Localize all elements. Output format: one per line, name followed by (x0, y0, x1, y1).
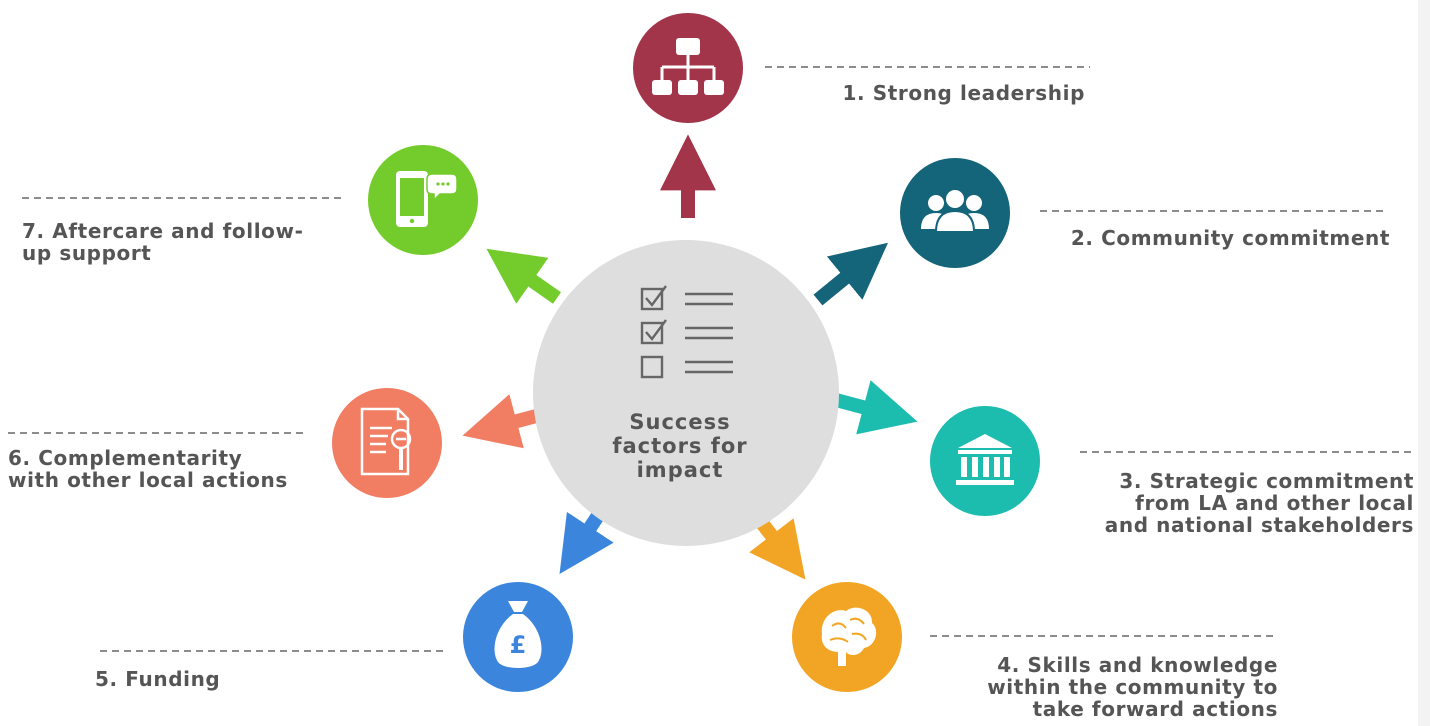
factor-2-label: 2. Community commitment (1070, 226, 1390, 250)
factor-2-circle (900, 158, 1010, 268)
factor-5-label: 5. Funding (95, 667, 221, 691)
factor-7-circle (368, 145, 478, 255)
factor-1-label: 1. Strong leadership (842, 81, 1085, 105)
factor-4-circle (792, 582, 902, 692)
factor-5-circle: £ (463, 582, 573, 692)
svg-text:£: £ (510, 631, 527, 659)
factor-3-circle (930, 406, 1040, 516)
factor-1-circle (633, 13, 743, 123)
brain-icon (821, 607, 877, 666)
arrow-3 (834, 380, 918, 435)
institution-icon (956, 434, 1014, 485)
page-edge-strip (1418, 0, 1430, 726)
people-group-icon (921, 188, 989, 233)
factor-6-label: 6. Complementarity with other local acti… (8, 446, 288, 492)
factor-4-label: 4. Skills and knowledge within the commu… (987, 653, 1278, 721)
center-title-line-3: impact (636, 458, 724, 482)
center-title: Success factors for impact (560, 410, 800, 482)
factor-6-circle (332, 388, 442, 498)
hierarchy-icon (652, 38, 724, 95)
document-search-icon (360, 407, 412, 476)
arrow-2 (813, 242, 889, 306)
factor-7-label: 7. Aftercare and follow- up support (22, 219, 304, 265)
arrow-6 (462, 394, 542, 449)
center-title-line-2: factors for (612, 434, 748, 458)
center-circle (533, 240, 839, 546)
factor-3-label: 3. Strategic commitment from LA and othe… (1104, 469, 1414, 537)
mobile-chat-icon (396, 171, 458, 227)
arrow-7 (486, 248, 562, 304)
center-title-line-1: Success (629, 410, 731, 434)
money-bag-pound-icon: £ (494, 601, 542, 668)
checklist-icon (640, 285, 733, 379)
